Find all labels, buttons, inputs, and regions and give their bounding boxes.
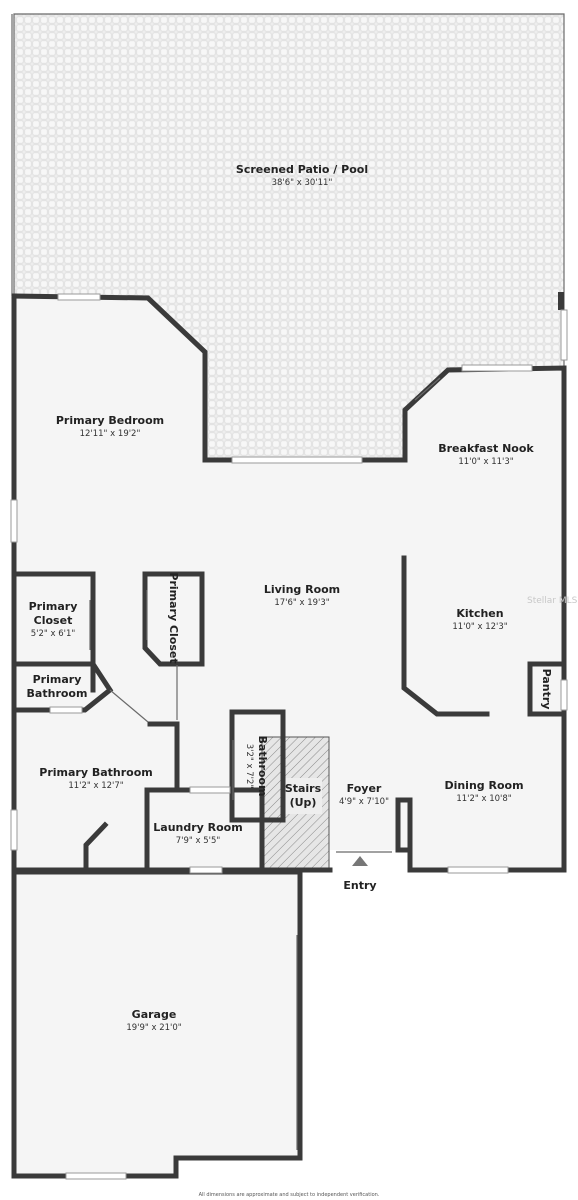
stairs-name: Stairs <box>285 782 322 795</box>
living-room-name: Living Room <box>264 583 340 596</box>
stairs-label-bg <box>284 778 322 814</box>
bathroom-dim: 3'2" x 7'2" <box>244 744 254 789</box>
kitchen-name: Kitchen <box>456 607 503 620</box>
primary-bathroom-dim: 11'2" x 12'7" <box>68 781 123 791</box>
primary-bedroom-name: Primary Bedroom <box>56 414 164 427</box>
laundry-room-dim: 7'9" x 5'5" <box>176 836 221 846</box>
foyer-name: Foyer <box>347 782 382 795</box>
bathroom-name: Bathroom <box>256 736 269 797</box>
foyer-dim: 4'9" x 7'10" <box>339 797 389 807</box>
dining-room-dim: 11'2" x 10'8" <box>456 794 511 804</box>
garage-floor <box>14 872 300 1176</box>
patio-dim: 38'6" x 30'11" <box>272 178 333 188</box>
windows <box>10 293 568 1180</box>
patio-screen <box>13 13 565 368</box>
pantry-name: Pantry <box>540 669 553 710</box>
entry-arrow-icon <box>352 856 368 866</box>
breakfast-nook-dim: 11'0" x 11'3" <box>458 457 513 467</box>
primary-bedroom-dim: 12'11" x 19'2" <box>80 429 141 439</box>
primary-closet-vertical-name: Primary Closet <box>167 572 180 663</box>
watermark: Stellar MLS <box>527 596 578 606</box>
disclaimer: All dimensions are approximate and subje… <box>199 1192 380 1198</box>
garage-dim: 19'9" x 21'0" <box>126 1023 181 1033</box>
stairs-name2: (Up) <box>290 796 317 809</box>
kitchen-dim: 11'0" x 12'3" <box>452 622 507 632</box>
living-room-dim: 17'6" x 19'3" <box>274 598 329 608</box>
primary-closet-name2: Closet <box>34 614 73 627</box>
primary-closet-dim: 5'2" x 6'1" <box>31 629 76 639</box>
primary-bathroom-name: Primary Bathroom <box>39 766 152 779</box>
entry-label: Entry <box>343 879 376 892</box>
laundry-room-name: Laundry Room <box>153 821 242 834</box>
garage-name: Garage <box>132 1008 177 1021</box>
primary-closet-name: Primary <box>29 600 78 613</box>
primary-bathroom-small-name: Primary <box>33 673 82 686</box>
dining-room-name: Dining Room <box>444 779 523 792</box>
patio-post <box>558 292 564 310</box>
primary-bathroom-small-name2: Bathroom <box>27 687 88 700</box>
walls <box>11 293 567 1179</box>
breakfast-nook-name: Breakfast Nook <box>438 442 534 455</box>
patio-floor <box>14 14 564 460</box>
patio-name: Screened Patio / Pool <box>236 163 368 176</box>
